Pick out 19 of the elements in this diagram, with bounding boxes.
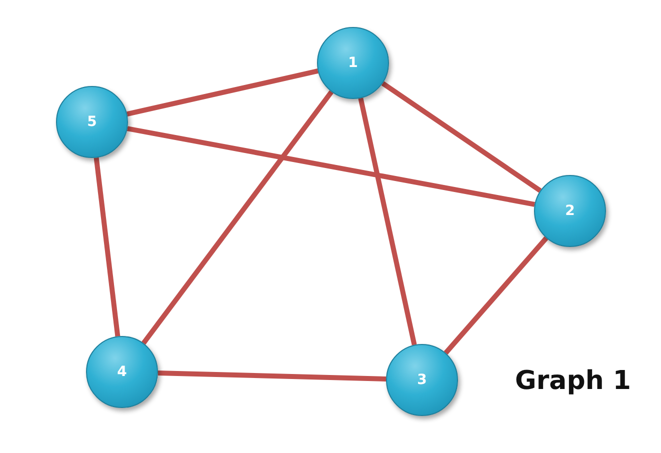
vertex-label: 5 — [87, 114, 97, 130]
edge-line — [126, 126, 536, 207]
vertex-label: 1 — [348, 55, 358, 71]
graph-title: Graph 1 — [515, 366, 631, 396]
vertex-label: 3 — [417, 372, 427, 388]
edge-line — [142, 90, 334, 345]
vertex-circle — [386, 344, 458, 416]
edge-line — [444, 236, 548, 355]
vertex-circle — [534, 175, 606, 247]
vertex-circle — [86, 336, 158, 408]
edge-line — [358, 98, 417, 346]
edge-line — [381, 81, 542, 193]
edge-line — [126, 68, 318, 116]
vertex-label: 2 — [565, 203, 575, 219]
edge-line — [158, 370, 386, 382]
vertex-label: 4 — [117, 364, 127, 380]
vertex-circle — [317, 27, 389, 99]
edge-line — [94, 157, 120, 337]
vertex-circle — [56, 86, 128, 158]
